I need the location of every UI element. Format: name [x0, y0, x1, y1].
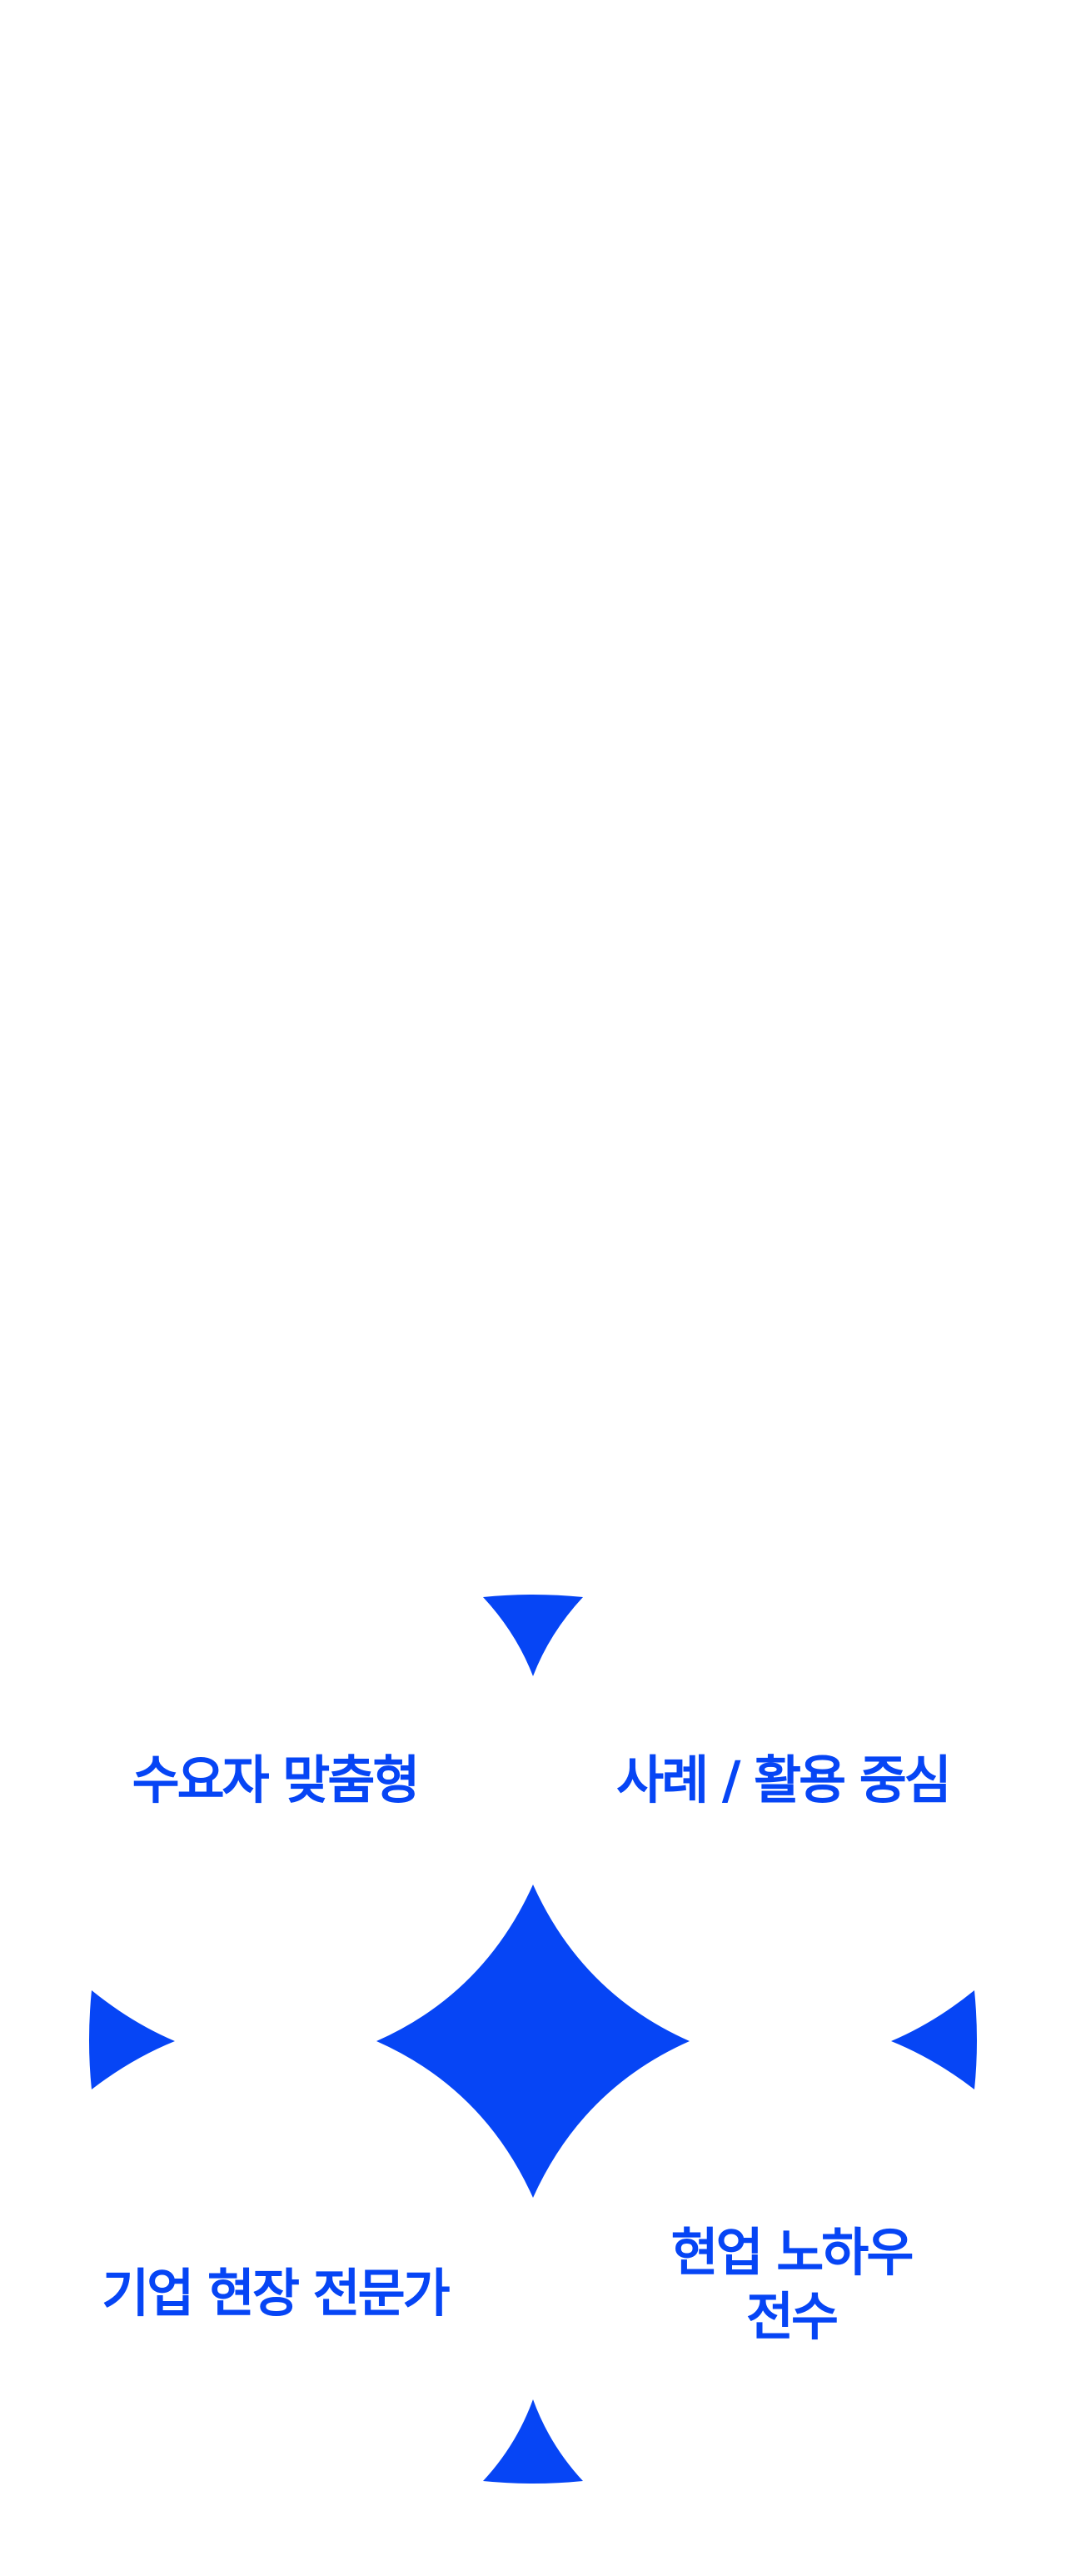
feature-label-bottom-right: 현업 노하우 전수 — [575, 2221, 1008, 2349]
right-petal-icon — [891, 1990, 977, 2089]
feature-label-bottom-right-line-1: 현업 노하우 — [670, 2222, 914, 2283]
feature-label-top-right: 사례 / 활용 중심 — [616, 1750, 952, 1810]
center-star-icon — [376, 1885, 690, 2198]
bottom-petal-icon — [483, 2399, 583, 2484]
feature-label-bottom-left: 기업 현장 전문가 — [102, 2263, 450, 2324]
top-petal-icon — [483, 1595, 583, 1676]
left-petal-icon — [89, 1990, 175, 2089]
feature-label-top-left: 수요자 맞춤형 — [132, 1750, 421, 1810]
feature-label-bottom-right-line-2: 전수 — [745, 2285, 839, 2347]
